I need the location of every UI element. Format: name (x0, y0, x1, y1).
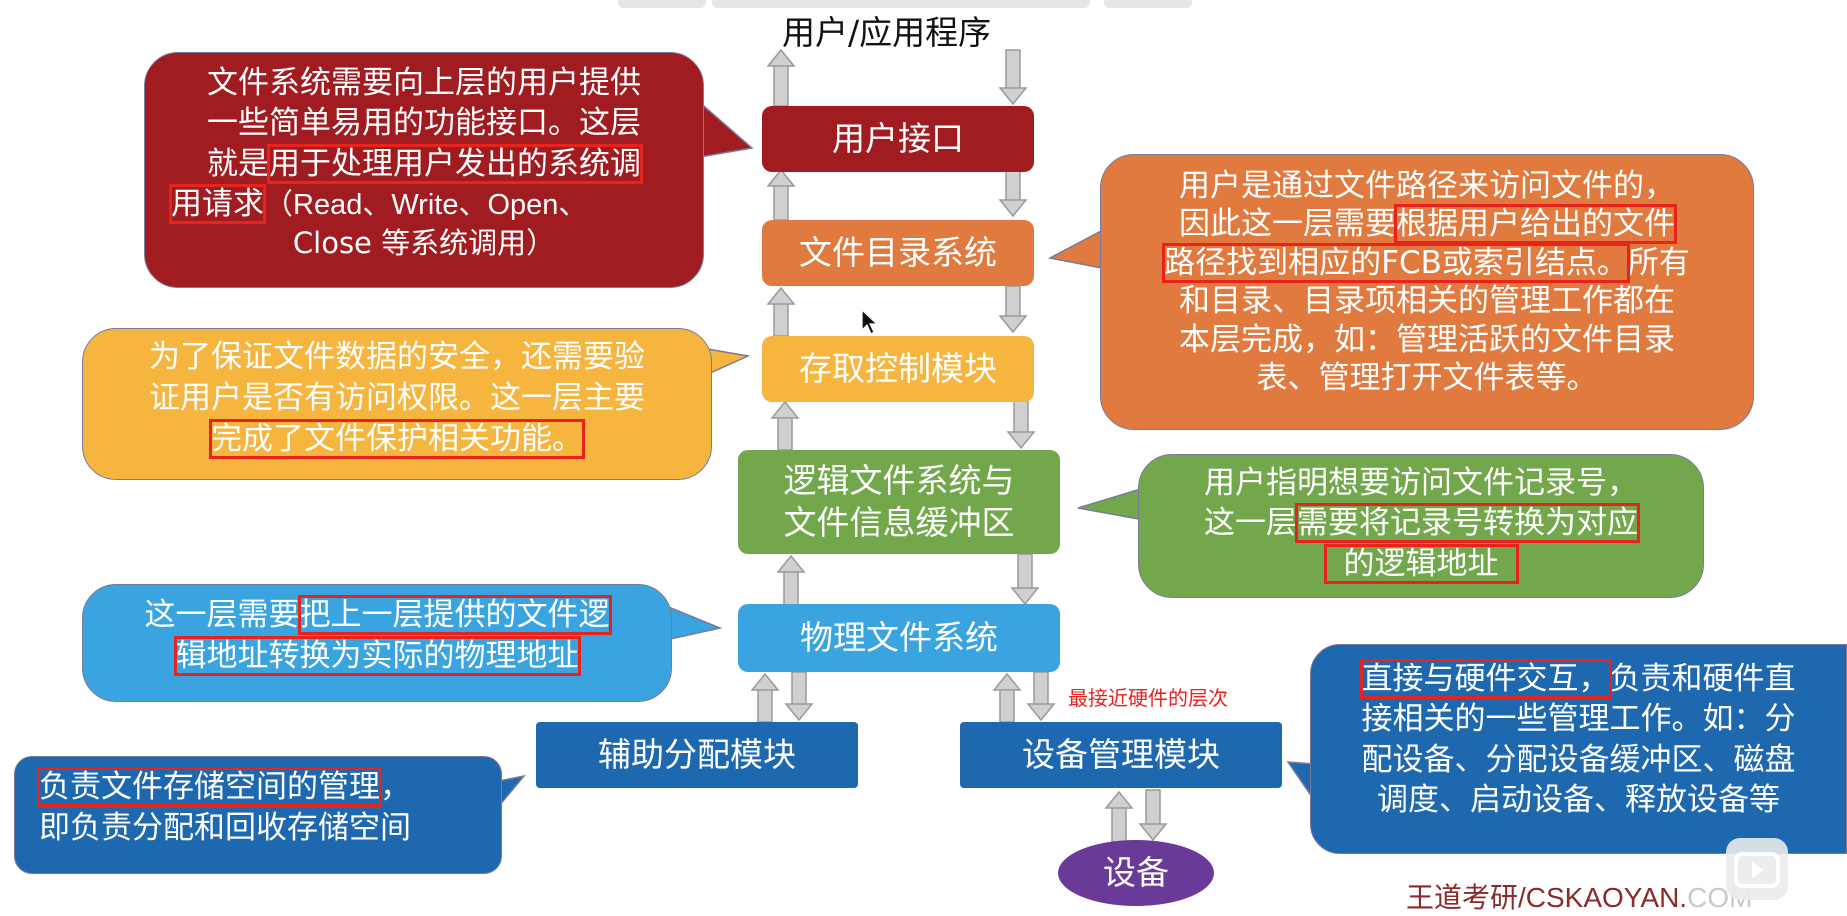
bubble-text: 直接与硬件交互，负责和硬件直 (1359, 659, 1796, 699)
highlight: 根据用户给出的文件 (1394, 204, 1677, 245)
arrow-down (998, 49, 1028, 106)
bubble-device-mgmt: 直接与硬件交互，负责和硬件直 接相关的一些管理工作。如：分 配设备、分配设备缓冲… (1310, 644, 1847, 854)
top-label: 用户/应用程序 (782, 13, 992, 52)
layer-logical-fs: 逻辑文件系统与 文件信息缓冲区 (738, 450, 1060, 554)
mouse-cursor-icon (861, 308, 879, 335)
arrow-down (1138, 789, 1168, 842)
layer-access-control: 存取控制模块 (762, 336, 1034, 402)
toolbar-remnant (1104, 0, 1192, 8)
bubble-text: 表、管理打开文件表等。 (1256, 360, 1598, 397)
bubble-text: 这一层需要将记录号转换为对应 (1204, 503, 1640, 544)
arrow-down (998, 285, 1028, 334)
bubble-text: 和目录、目录项相关的管理工作都在 (1179, 283, 1675, 320)
arrow-up (766, 168, 796, 221)
arrow-up (1104, 790, 1134, 843)
arrow-down (784, 671, 814, 722)
bubble-text: 配设备、分配设备缓冲区、磁盘 (1361, 741, 1796, 778)
arrow-up (992, 672, 1022, 723)
bubble-text: 就是用于处理用户发出的系统调 (207, 143, 643, 184)
watermark: 王道考研/CSKAOYAN.COM (1406, 882, 1753, 913)
highlight: 需要将记录号转换为对应 (1295, 503, 1640, 544)
layer-device-mgmt: 设备管理模块 (960, 722, 1282, 788)
layer-directory-system: 文件目录系统 (762, 220, 1034, 286)
bubble-text: 这一层需要把上一层提供的文件逻 (144, 595, 612, 635)
layer-physical-fs: 物理文件系统 (738, 604, 1060, 672)
highlight: 负责文件存储空间的管理 (37, 767, 382, 807)
bubble-text: 的逻辑地址 (1153, 543, 1689, 584)
bubble-text: 本层完成，如：管理活跃的文件目录 (1179, 321, 1675, 358)
layer-logical-fs-line2: 文件信息缓冲区 (783, 503, 1015, 542)
closest-hardware-note: 最接近硬件的层次 (1068, 686, 1228, 710)
layer-aux-alloc: 辅助分配模块 (536, 722, 858, 788)
highlight: 用于处理用户发出的系统调 (267, 143, 643, 184)
bubble-text: 用户是通过文件路径来访问文件的， (1179, 168, 1675, 204)
bubble-text: 文件系统需要向上层的用户提供 (207, 65, 641, 101)
highlight: 直接与硬件交互， (1359, 659, 1612, 699)
layer-device: 设备 (1058, 840, 1214, 906)
arrow-down (1026, 671, 1056, 722)
arrow-down (1010, 553, 1040, 606)
bubble-text: 路径找到相应的FCB或索引结点。所有 (1162, 242, 1690, 283)
bubble-text: 完成了文件保护相关功能。 (97, 418, 697, 460)
layer-logical-fs-line1: 逻辑文件系统与 (783, 460, 1015, 500)
bubble-text: 用户指明想要访问文件记录号， (1204, 465, 1638, 501)
bubble-text: 负责文件存储空间的管理， (37, 767, 411, 807)
bubble-text: 接相关的一些管理工作。如：分 (1361, 701, 1796, 738)
arrow-up (776, 554, 806, 607)
bubble-text: 因此这一层需要根据用户给出的文件 (1179, 204, 1677, 245)
arrow-up (766, 286, 796, 337)
bubble-text: 调度、启动设备、释放设备等 (1377, 781, 1780, 818)
bubble-text: 即负责分配和回收存储空间 (39, 809, 411, 846)
bubble-text: 证用户是否有访问权限。这一层主要 (149, 379, 645, 416)
layer-user-interface: 用户接口 (762, 106, 1034, 172)
bubble-text: Close 等系统调用） (292, 225, 556, 260)
bubble-tail (1077, 486, 1145, 521)
bubble-directory: 用户是通过文件路径来访问文件的， 因此这一层需要根据用户给出的文件 路径找到相应… (1100, 154, 1754, 430)
arrow-down (1006, 397, 1036, 450)
bubble-text: 一些简单易用的功能接口。这层 (207, 105, 641, 142)
play-badge-icon[interactable] (1726, 838, 1788, 900)
highlight: 用请求 (169, 183, 266, 224)
highlight: 把上一层提供的文件逻 (297, 595, 612, 635)
bubble-aux-alloc: 负责文件存储空间的管理， 即负责分配和回收存储空间 (14, 756, 502, 874)
arrow-down (998, 167, 1028, 218)
bubble-text: 辑地址转换为实际的物理地址 (97, 635, 657, 677)
bubble-text: 用请求（Read、Write、Open、 (169, 183, 588, 224)
toolbar-remnant (712, 0, 1090, 8)
arrow-up (766, 48, 796, 107)
arrow-up (750, 672, 780, 723)
highlight: 辑地址转换为实际的物理地址 (173, 635, 581, 676)
bubble-text: 为了保证文件数据的安全，还需要验 (149, 339, 645, 375)
toolbar-remnant (618, 0, 706, 8)
highlight: 路径找到相应的FCB或索引结点。 (1162, 242, 1630, 283)
arrow-up (770, 400, 800, 451)
bubble-user-interface: 文件系统需要向上层的用户提供 一些简单易用的功能接口。这层 就是用于处理用户发出… (144, 52, 704, 288)
highlight: 的逻辑地址 (1323, 543, 1519, 584)
bubble-tail (665, 604, 723, 641)
bubble-logical: 用户指明想要访问文件记录号， 这一层需要将记录号转换为对应 的逻辑地址 (1138, 454, 1704, 598)
bubble-physical: 这一层需要把上一层提供的文件逻 辑地址转换为实际的物理地址 (82, 584, 672, 702)
highlight: 完成了文件保护相关功能。 (209, 418, 585, 459)
bubble-access-control: 为了保证文件数据的安全，还需要验 证用户是否有访问权限。这一层主要 完成了文件保… (82, 328, 712, 480)
